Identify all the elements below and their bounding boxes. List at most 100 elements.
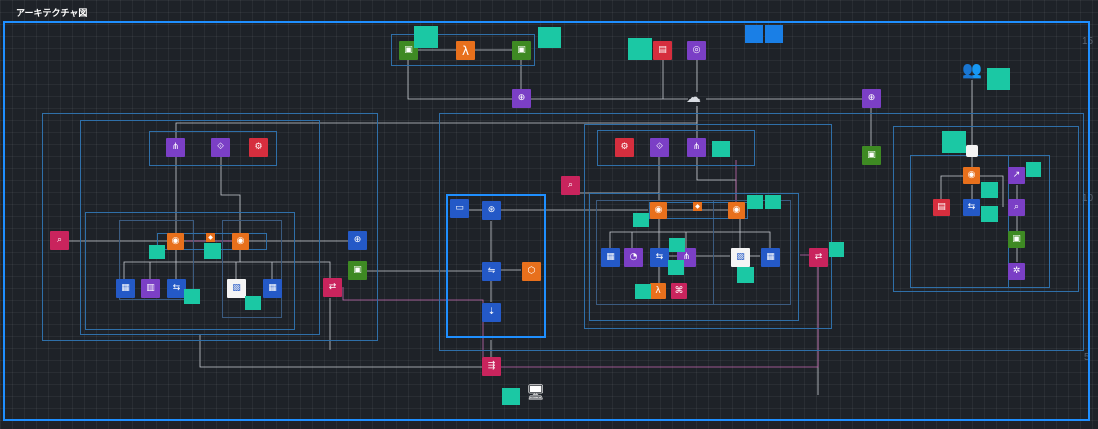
ruler-mark-15: 15 bbox=[1082, 36, 1094, 47]
user-group-icon: 👥 bbox=[962, 60, 982, 79]
note-16 bbox=[737, 267, 754, 283]
cloudfront-right-icon[interactable]: ⊕ bbox=[862, 89, 881, 108]
s3-icon[interactable]: ▣ bbox=[399, 41, 418, 60]
note-5 bbox=[942, 131, 966, 153]
cognito-icon-right[interactable]: ◔ bbox=[624, 248, 643, 267]
line-pink-2 bbox=[342, 287, 484, 357]
document-db-icon-right[interactable]: ▧ bbox=[731, 248, 750, 267]
note-21 bbox=[1026, 162, 1041, 177]
region-far-right bbox=[893, 126, 1079, 292]
note-blue-1 bbox=[745, 25, 763, 43]
ec2-icon-left-2[interactable]: ◉ bbox=[232, 233, 249, 250]
search-icon-far-right[interactable]: ⌕ bbox=[1008, 199, 1025, 216]
ruler-mark-10: 10 bbox=[1082, 193, 1094, 204]
elasticache-icon-left[interactable]: ▥ bbox=[141, 279, 160, 298]
dynamodb-icon-left[interactable]: ⇆ bbox=[167, 279, 186, 298]
waf-icon-far-right[interactable]: ▤ bbox=[933, 199, 950, 216]
line-top-3 bbox=[407, 60, 688, 100]
client-monitor-icon: 🖥 bbox=[526, 383, 546, 401]
s3-bucket-icon[interactable]: ▣ bbox=[512, 41, 531, 60]
ec2-small-right[interactable]: ◆ bbox=[693, 202, 702, 211]
ec2-icon-right-1[interactable]: ◉ bbox=[650, 202, 667, 219]
note-4 bbox=[987, 68, 1010, 90]
az-left-2 bbox=[222, 220, 282, 318]
ec2-icon-right-2[interactable]: ◉ bbox=[728, 202, 745, 219]
note-1 bbox=[414, 26, 438, 48]
eventbridge-icon-left[interactable]: ⇄ bbox=[323, 278, 342, 297]
line-pink-4 bbox=[500, 265, 819, 368]
waf-icon[interactable]: ▤ bbox=[653, 41, 672, 60]
line-left-2 bbox=[220, 157, 241, 233]
kinesis-icon-far-right[interactable]: ✲ bbox=[1008, 263, 1025, 280]
az-left-1 bbox=[119, 220, 194, 300]
internet-cloud-icon: ☁ bbox=[686, 88, 701, 106]
ec2-small-left[interactable]: ◆ bbox=[206, 233, 215, 242]
rds-icon-right-2[interactable]: ▦ bbox=[761, 248, 780, 267]
ec2-icon-left-1[interactable]: ◉ bbox=[167, 233, 184, 250]
s3-storage-icon-left[interactable]: ▣ bbox=[348, 261, 367, 280]
subnet-private-left bbox=[85, 212, 295, 330]
note-15 bbox=[668, 260, 684, 275]
ruler-mark-5: 5 bbox=[1084, 352, 1090, 363]
rds-icon-left-2[interactable]: ▦ bbox=[263, 279, 282, 298]
outer-frame bbox=[3, 21, 1090, 421]
region-left bbox=[42, 113, 378, 341]
api-gateway-icon-left[interactable]: ⊕ bbox=[348, 231, 367, 250]
container-icon-center[interactable]: ▭ bbox=[450, 199, 469, 218]
subnet-private-right bbox=[589, 193, 799, 321]
subnet-public-left bbox=[149, 131, 277, 166]
rds-icon-left-1[interactable]: ▦ bbox=[116, 279, 135, 298]
dynamodb-icon-right[interactable]: ⇆ bbox=[650, 248, 669, 267]
eventbridge-icon-right[interactable]: ⇄ bbox=[809, 248, 828, 267]
ec2-icon-far-right[interactable]: ◉ bbox=[963, 167, 980, 184]
note-8 bbox=[204, 243, 221, 259]
sns-icon-right[interactable]: ⌘ bbox=[671, 283, 687, 299]
lambda-icon[interactable]: λ bbox=[456, 41, 475, 60]
route53-icon[interactable]: ◎ bbox=[687, 41, 706, 60]
document-db-icon-left[interactable]: ▧ bbox=[227, 279, 246, 298]
note-18 bbox=[829, 242, 844, 257]
note-11 bbox=[747, 195, 763, 209]
note-22 bbox=[502, 388, 520, 405]
note-14 bbox=[669, 238, 685, 252]
elb-icon-right[interactable]: ⋔ bbox=[687, 138, 706, 157]
center-cluster-frame bbox=[446, 194, 546, 338]
arrow-icon-far-right[interactable]: ↗ bbox=[1008, 167, 1025, 184]
line-right-4 bbox=[609, 231, 771, 248]
cloudwatch-icon-center[interactable]: ⌕ bbox=[561, 176, 580, 195]
shield-icon[interactable]: ⚙ bbox=[615, 138, 634, 157]
subnet-public-right bbox=[597, 130, 755, 166]
diagram-title: アーキテクチャ図 bbox=[16, 8, 88, 18]
sqs-icon-bottom[interactable]: ⇶ bbox=[482, 357, 501, 376]
step-icon-center[interactable]: ⇣ bbox=[482, 303, 501, 322]
security-icon[interactable]: ⚙ bbox=[249, 138, 268, 157]
line-bottom-left bbox=[199, 335, 484, 368]
note-10 bbox=[245, 296, 261, 310]
note-20 bbox=[981, 206, 998, 222]
note-12 bbox=[765, 195, 781, 209]
note-3 bbox=[628, 38, 652, 60]
ecr-icon-center[interactable]: ⬡ bbox=[522, 262, 541, 281]
ecs-icon-center[interactable]: ⊛ bbox=[482, 201, 501, 220]
ecs-service-icon-center[interactable]: ⇋ bbox=[482, 262, 501, 281]
line-left-5 bbox=[123, 261, 331, 279]
cloudwatch-icon-left[interactable]: ⌕ bbox=[50, 231, 69, 250]
rds-icon-right-1[interactable]: ▦ bbox=[601, 248, 620, 267]
lambda-icon-right[interactable]: λ bbox=[650, 283, 666, 299]
note-6 bbox=[712, 141, 730, 157]
dynamodb-icon-far-right[interactable]: ⇆ bbox=[963, 199, 980, 216]
s3-icon-far-right[interactable]: ▣ bbox=[862, 146, 881, 165]
note-9 bbox=[184, 289, 200, 304]
vpc-left bbox=[80, 120, 320, 335]
lock-icon-far-right bbox=[966, 145, 978, 157]
nat-gateway-icon-right[interactable]: ⟐ bbox=[650, 138, 669, 157]
bucket-icon-far-right[interactable]: ▣ bbox=[1008, 231, 1025, 248]
elb-icon[interactable]: ⋔ bbox=[166, 138, 185, 157]
nat-gateway-icon[interactable]: ⟐ bbox=[211, 138, 230, 157]
note-17 bbox=[635, 284, 651, 299]
cloudfront-icon[interactable]: ⊕ bbox=[512, 89, 531, 108]
vpc-right bbox=[584, 124, 832, 329]
note-blue-2 bbox=[765, 25, 783, 43]
